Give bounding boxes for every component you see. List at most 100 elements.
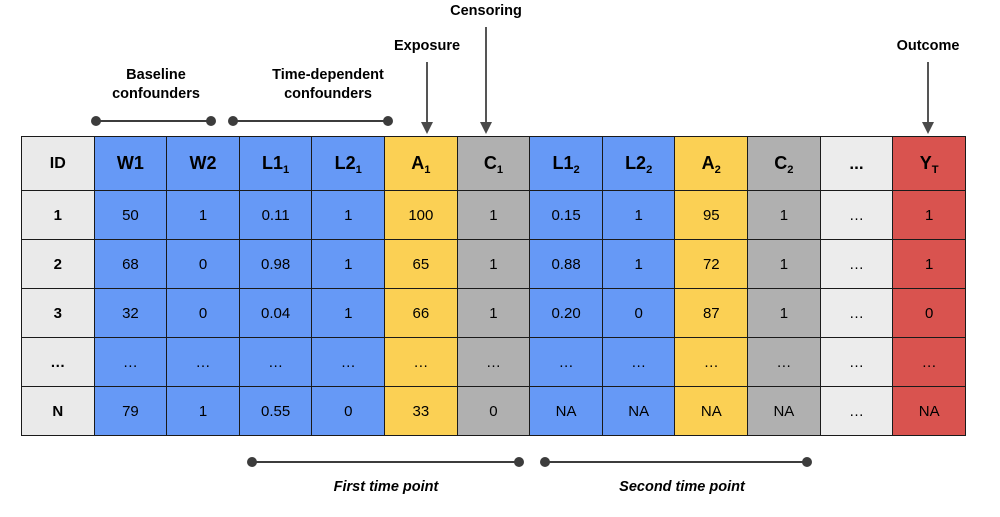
header-text: L2 [334, 153, 356, 173]
table-cell: 1 [747, 288, 821, 338]
table-cell: 1 [892, 190, 966, 240]
table-cell: 1 [166, 190, 240, 240]
censoring-arrow [479, 27, 493, 134]
connector-dot-right [802, 457, 812, 467]
header-text: A [411, 153, 425, 173]
table-row: ………………………………… [21, 337, 966, 387]
table-cell: 0.55 [238, 386, 313, 436]
table-cell: 72 [674, 239, 749, 289]
connector-dot-right [206, 116, 216, 126]
table-cell: 87 [674, 288, 749, 338]
header-id: ID [21, 136, 95, 191]
table-cell: 66 [384, 288, 458, 338]
arrow-head [922, 122, 934, 134]
table-cell: 0.98 [238, 239, 313, 289]
header-ellipsis: ... [819, 136, 894, 191]
table-cell: … [384, 337, 458, 387]
arrow-shaft [485, 27, 487, 123]
time-dependent-confounders-connector [228, 116, 393, 127]
table-cell: … [529, 337, 603, 387]
connector-bar [252, 461, 519, 464]
table-cell: 1 [747, 190, 821, 240]
table-cell: 0 [892, 288, 966, 338]
table-cell: NA [747, 386, 821, 436]
exposure-arrow [420, 62, 434, 134]
table-cell: 1 [456, 239, 531, 289]
cell-id: 1 [21, 190, 95, 240]
header-text: C [483, 153, 497, 173]
table-cell: 65 [384, 239, 458, 289]
table-cell: 50 [93, 190, 168, 240]
header-c-2: C2 [747, 136, 821, 191]
table-cell: … [819, 190, 894, 240]
table-cell: … [819, 386, 894, 436]
connector-dot-left [540, 457, 550, 467]
header-text: L1 [262, 153, 284, 173]
table-cell: 79 [93, 386, 168, 436]
header-y-t: YT [892, 136, 966, 191]
table-cell: … [819, 337, 894, 387]
header-subscript: 1 [424, 164, 431, 177]
table-cell: NA [601, 386, 676, 436]
table-cell: … [311, 337, 386, 387]
table-cell: NA [892, 386, 966, 436]
table-cell: … [456, 337, 531, 387]
table-cell: 1 [311, 288, 386, 338]
header-w2: W2 [166, 136, 240, 191]
connector-dot-right [514, 457, 524, 467]
table-cell: 68 [93, 239, 168, 289]
table-cell: 1 [601, 190, 676, 240]
connector-bar [545, 461, 807, 464]
arrow-shaft [927, 62, 929, 123]
table-cell: 0.88 [529, 239, 603, 289]
outcome-arrow [921, 62, 935, 134]
header-text: L1 [552, 153, 574, 173]
connector-dot-left [247, 457, 257, 467]
header-l2-1: L21 [311, 136, 386, 191]
table-cell: 0.20 [529, 288, 603, 338]
cell-id: N [21, 386, 95, 436]
table-cell: 1 [311, 239, 386, 289]
censoring-label: Censoring [450, 3, 522, 19]
header-subscript: 1 [496, 164, 504, 177]
arrow-head [480, 122, 492, 134]
cell-id: 2 [21, 239, 95, 289]
connector-bar [96, 120, 211, 123]
arrow-shaft [426, 62, 428, 123]
header-text: Y [919, 153, 932, 173]
longitudinal-data-table: ID W1 W2 L11 L21 A1 C1 L12 L22 A2 C2 ...… [21, 136, 966, 436]
header-subscript: 2 [646, 164, 653, 177]
connector-dot-left [91, 116, 101, 126]
table-cell: 1 [311, 190, 386, 240]
connector-bar [233, 120, 388, 123]
header-l1-1: L11 [238, 136, 313, 191]
table-cell: 1 [747, 239, 821, 289]
header-a-1: A1 [384, 136, 458, 191]
first-time-point-label: First time point [333, 479, 439, 495]
table-header-row: ID W1 W2 L11 L21 A1 C1 L12 L22 A2 C2 ...… [21, 136, 966, 191]
header-text: ID [49, 154, 66, 172]
table-cell: … [166, 337, 240, 387]
table-cell: … [601, 337, 676, 387]
header-subscript: 1 [283, 164, 290, 177]
table-cell: … [819, 288, 894, 338]
table-cell: 0 [601, 288, 676, 338]
first-time-point-connector [247, 457, 524, 468]
baseline-confounders-label: Baseline confounders [112, 67, 200, 102]
header-text: A [701, 153, 715, 173]
header-l1-2: L12 [529, 136, 603, 191]
header-a-2: A2 [674, 136, 749, 191]
table-cell: 1 [456, 288, 531, 338]
table-cell: … [892, 337, 966, 387]
header-text: L2 [625, 153, 647, 173]
table-cell: 0 [166, 239, 240, 289]
table-cell: 1 [892, 239, 966, 289]
table-cell: … [747, 337, 821, 387]
table-cell: 33 [384, 386, 458, 436]
second-time-point-label: Second time point [619, 479, 745, 495]
table-cell: 0.11 [238, 190, 313, 240]
